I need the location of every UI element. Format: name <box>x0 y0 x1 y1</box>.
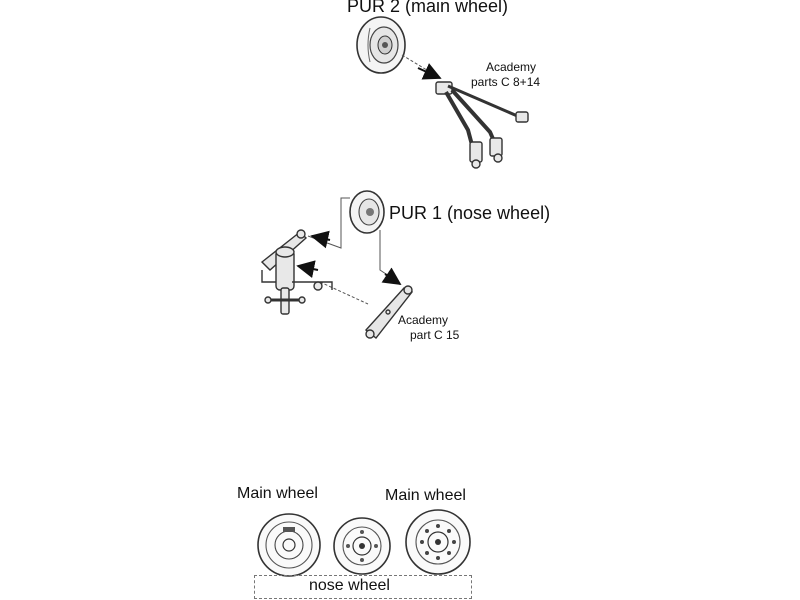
wheel-middle-drawing <box>333 517 391 575</box>
pur1-nose-wheel-drawing <box>349 190 385 234</box>
main-wheel-right-label: Main wheel <box>385 487 466 504</box>
pur2-parts-line2: parts C 8+14 <box>471 75 541 89</box>
wheel-right-drawing <box>405 509 471 575</box>
main-wheel-left-label: Main wheel <box>237 485 318 502</box>
pur1-title: PUR 1 (nose wheel) <box>389 203 551 223</box>
pur1-parts-line1: Academy <box>398 313 449 327</box>
pur1-guide-diagonal <box>319 281 369 305</box>
pur2-strut-drawing <box>435 81 529 169</box>
nose-wheel-box <box>254 575 472 599</box>
pur1-arrow-middle <box>296 260 319 279</box>
pur2-parts-line1: Academy <box>486 60 537 74</box>
pur2-arrow <box>417 63 442 80</box>
pur1-parts-line2: part C 15 <box>410 328 460 342</box>
pur1-guide-right <box>379 230 399 283</box>
pur2-title: PUR 2 (main wheel) <box>347 0 509 16</box>
pur1-strut-drawing <box>260 229 333 315</box>
wheel-left-drawing <box>257 513 321 577</box>
pur2-main-wheel-drawing <box>356 16 406 74</box>
pur1-arrow-left <box>310 230 331 249</box>
nose-wheel-label: nose wheel <box>309 577 390 594</box>
pur1-torque-link-drawing <box>364 285 414 339</box>
pur1-arrow-right <box>381 267 402 285</box>
